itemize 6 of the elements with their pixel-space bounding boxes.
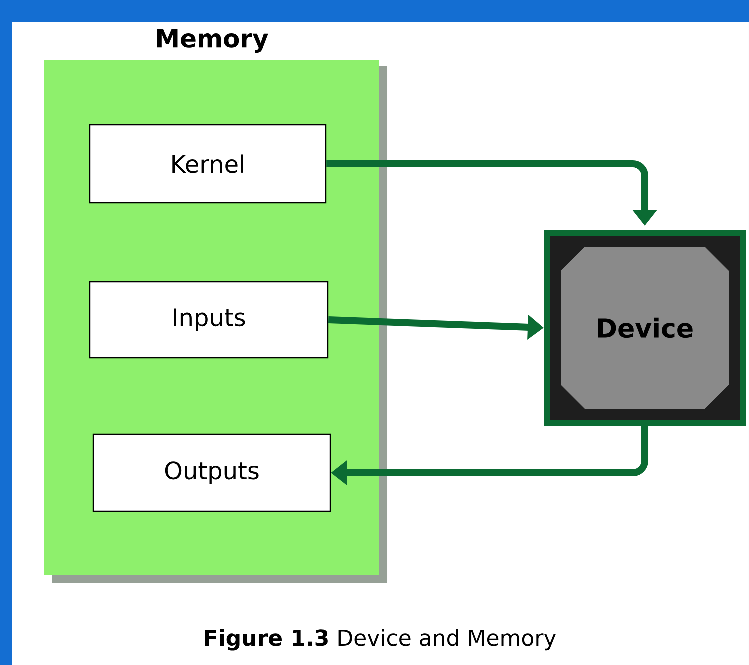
device-box: Device — [544, 230, 746, 426]
memory-block: Inputs — [89, 281, 329, 359]
node-label: Memory — [157, 29, 268, 53]
memory-block: Kernel — [89, 124, 327, 204]
figure-caption: Figure 1.3 Device and Memory — [205, 629, 556, 651]
memory-block: Outputs — [92, 434, 332, 512]
